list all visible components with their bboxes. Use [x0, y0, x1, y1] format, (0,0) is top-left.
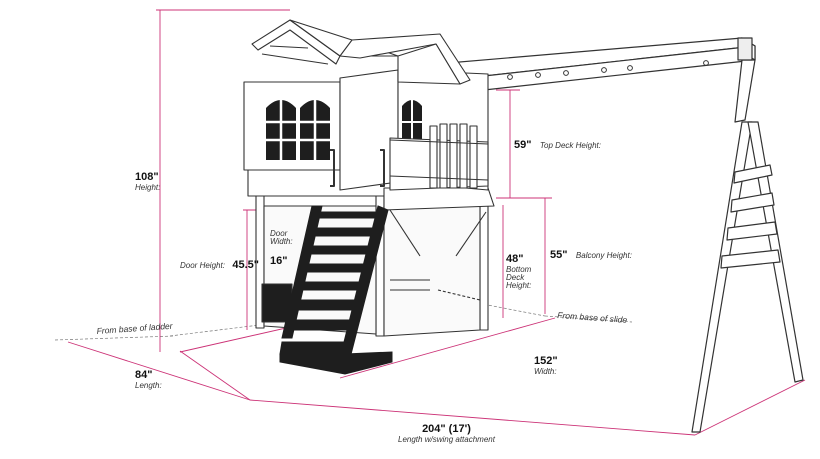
door-width-label: Door Width:	[270, 229, 293, 247]
total-length-label: 204" (17') Length w/swing attachment	[398, 423, 495, 444]
height-caption: Height:	[135, 182, 161, 192]
bottom-deck-value: 48"	[506, 253, 524, 265]
width-label: 152" Width:	[534, 355, 558, 376]
swing-post	[734, 59, 756, 123]
width-value: 152"	[534, 355, 558, 367]
total-length-caption: Length w/swing attachment	[398, 434, 495, 444]
width-caption: Width:	[534, 366, 557, 376]
playhouse	[243, 19, 495, 337]
from-ladder-caption: From base of ladder	[96, 320, 173, 336]
door-width-caption-1: Door	[270, 229, 288, 238]
bottom-deck-caption-1: Bottom	[506, 264, 532, 274]
storage-box	[261, 283, 293, 323]
length-caption: Length:	[135, 380, 162, 390]
door-width-caption-2: Width:	[270, 237, 293, 247]
top-deck-value: 59"	[514, 139, 532, 151]
top-deck-caption: Top Deck Height:	[539, 141, 601, 150]
height-label: 108" Height:	[135, 171, 161, 192]
bottom-deck-label: 48" Bottom Deck Height:	[506, 253, 532, 291]
top-deck-label: 59" Top Deck Height:	[514, 136, 601, 153]
swing-leg-front	[691, 121, 753, 433]
stairs	[279, 205, 393, 375]
ground-reference-lines	[54, 293, 633, 341]
length-dim-line	[67, 341, 251, 401]
length-value: 84"	[135, 369, 153, 381]
door-height-caption: Door Height:	[180, 261, 225, 270]
total-length-value: 204" (17')	[422, 423, 471, 435]
total-length-dim-line	[249, 399, 696, 436]
stairs-base	[279, 351, 393, 375]
height-value: 108"	[135, 171, 159, 183]
door-width-value: 16"	[270, 255, 288, 267]
length-label: 84" Length:	[135, 369, 162, 390]
balcony-label: 55" Balcony Height:	[550, 246, 632, 263]
door-height-value: 45.5"	[232, 259, 259, 271]
swing-set	[435, 37, 804, 433]
balcony-caption: Balcony Height:	[575, 251, 632, 260]
from-slide-caption: From base of slide	[557, 309, 628, 325]
door-height-label: Door Height: 45.5"	[180, 256, 259, 273]
door-width-value-wrap: 16"	[270, 252, 287, 269]
bottom-deck-caption-2: Deck	[506, 272, 525, 282]
bottom-deck-caption-3: Height:	[506, 281, 532, 291]
balcony-value: 55"	[550, 249, 568, 261]
